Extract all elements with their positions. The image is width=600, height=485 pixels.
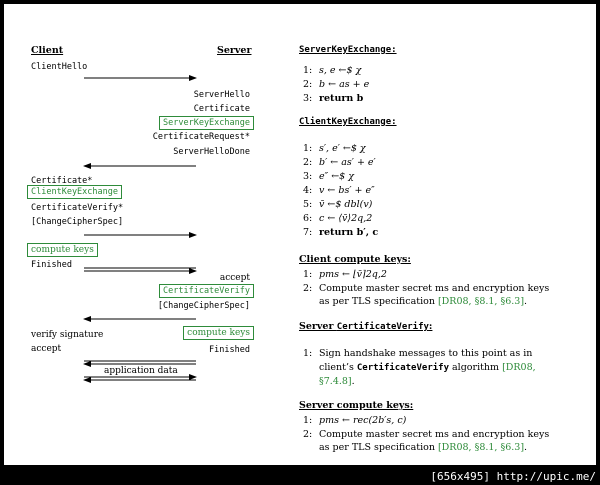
certificate-client: Certificate* (31, 176, 93, 186)
cke-title: ClientKeyExchange: (299, 117, 397, 127)
change-cipher-server: [ChangeCipherSpec] (157, 301, 250, 311)
server-key-exchange-box: ServerKeyExchange (159, 116, 254, 130)
image-host-banner: [656x495] http://upic.me/ (430, 470, 596, 483)
server-hello-done: ServerHelloDone (173, 147, 250, 157)
ccomp-citation[interactable]: [DR08, §8.1, §6.3] (437, 296, 525, 307)
cke-line-1: 1:s′, e′ ←$ χ (303, 143, 366, 154)
scv-line-b: client’s CertificateVerify algorithm [DR… (319, 362, 536, 373)
ccomp-line-2a: 2:Compute master secret ms and encryptio… (303, 283, 550, 294)
verify-signature: verify signature (31, 330, 104, 340)
finished-server: Finished (209, 345, 250, 355)
paper-figure: Client Server ClientHello ServerHello Ce… (4, 4, 596, 465)
accept-client: accept (31, 344, 62, 354)
cke-line-6: 6:c ← ⟨v̄⟩2q,2 (303, 213, 373, 224)
ske-line-1: 1:s, e ←$ χ (303, 65, 362, 76)
cke-line-5: 5:v̄ ←$ dbl(v) (303, 199, 373, 210)
cert-verify-client: CertificateVerify* (31, 203, 124, 213)
cert-verify-server-box: CertificateVerify (159, 284, 254, 298)
server-compute-title: Server compute keys: (299, 400, 414, 411)
ccomp-line-2b: as per TLS specification [DR08, §8.1, §6… (319, 296, 528, 307)
ske-line-3: 3:return b (303, 93, 364, 104)
client-header: Client (31, 45, 64, 56)
ske-title: ServerKeyExchange: (299, 45, 397, 55)
accept-server: accept (219, 273, 250, 283)
cke-line-3: 3:e″ ←$ χ (303, 171, 354, 182)
client-key-exchange-box: ClientKeyExchange (27, 185, 122, 199)
scomp-line-1: 1:pms ← rec(2b′s, c) (303, 415, 407, 426)
scv-citation[interactable]: [DR08, (502, 362, 536, 373)
message-arrows (83, 75, 197, 383)
cke-line-2: 2:b′ ← as′ + e′ (303, 157, 376, 168)
cert-request: CertificateRequest* (152, 132, 250, 142)
server-hello: ServerHello (193, 90, 250, 100)
cke-line-7: 7:return b′, c (303, 227, 379, 238)
ccomp-line-1: 1:pms ← ⌊v̄⌉2q,2 (303, 269, 387, 280)
server-header: Server (217, 45, 252, 56)
compute-keys-server-box: compute keys (183, 326, 254, 340)
cke-line-4: 4:v ← bs′ + e″ (303, 185, 375, 196)
scomp-citation[interactable]: [DR08, §8.1, §6.3] (437, 442, 525, 453)
change-cipher-client: [ChangeCipherSpec] (31, 217, 124, 227)
client-compute-title: Client compute keys: (299, 254, 411, 265)
ske-line-2: 2:b ← as + e (303, 79, 370, 90)
scomp-line-2a: 2:Compute master secret ms and encryptio… (303, 429, 550, 440)
compute-keys-client-box: compute keys (27, 243, 98, 257)
application-data-label: application data (104, 366, 178, 376)
finished-client: Finished (31, 260, 72, 270)
client-hello: ClientHello (31, 62, 88, 72)
scomp-line-2b: as per TLS specification [DR08, §8.1, §6… (319, 442, 528, 453)
certificate-server: Certificate (193, 104, 250, 114)
scv-line-a: 1:Sign handshake messages to this point … (303, 348, 533, 359)
scv-line-c: §7.4.8]. (319, 376, 355, 387)
scv-title: Server CertificateVerify: (299, 321, 433, 332)
